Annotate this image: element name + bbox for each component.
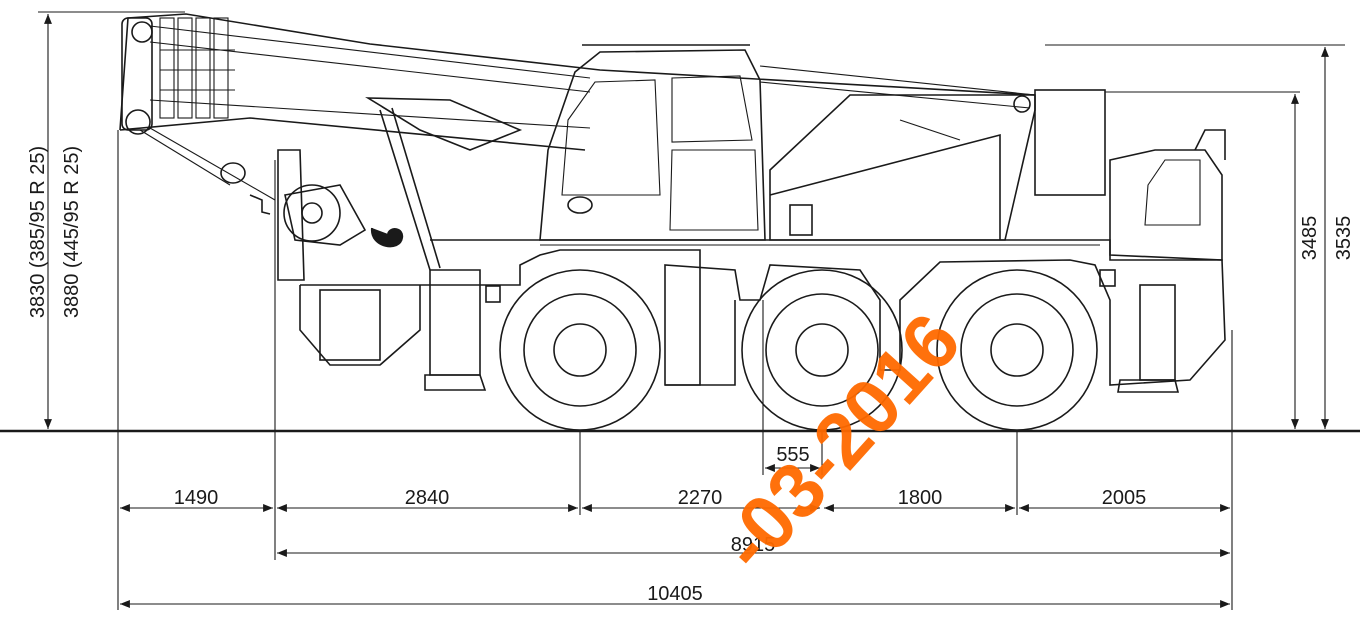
wheel-rear	[936, 269, 1098, 431]
extension-lines	[38, 11, 1345, 610]
dim-label-555: 555	[776, 444, 809, 466]
dim-label-height-3485: 3485	[1299, 216, 1321, 261]
wheel-middle	[741, 269, 903, 431]
dim-label-1490: 1490	[174, 487, 219, 509]
dim-label-2270: 2270	[678, 487, 723, 509]
carrier-cab	[1109, 129, 1226, 261]
crane-illustration	[119, 13, 1226, 431]
dim-label-2005: 2005	[1102, 487, 1147, 509]
dim-label-10405: 10405	[647, 583, 703, 605]
dim-label-height-3535: 3535	[1333, 216, 1355, 261]
dim-label-8915: 8915	[731, 534, 776, 556]
dim-label-height-left-lower: 3880 (445/95 R 25)	[61, 146, 83, 318]
hook-block	[139, 127, 404, 281]
dim-label-2840: 2840	[405, 487, 450, 509]
boom	[119, 13, 1036, 271]
wheels	[499, 269, 1098, 431]
superstructure	[769, 89, 1106, 241]
date-watermark: -03-2016	[703, 296, 977, 587]
wheel-front	[499, 269, 661, 431]
operator-cab	[539, 44, 766, 241]
dim-label-height-left-upper: 3830 (385/95 R 25)	[27, 146, 49, 318]
dim-label-1800: 1800	[898, 487, 943, 509]
dimension-system: 1490 2840 2270 1800 2005 555 8915 10405 …	[27, 11, 1355, 610]
